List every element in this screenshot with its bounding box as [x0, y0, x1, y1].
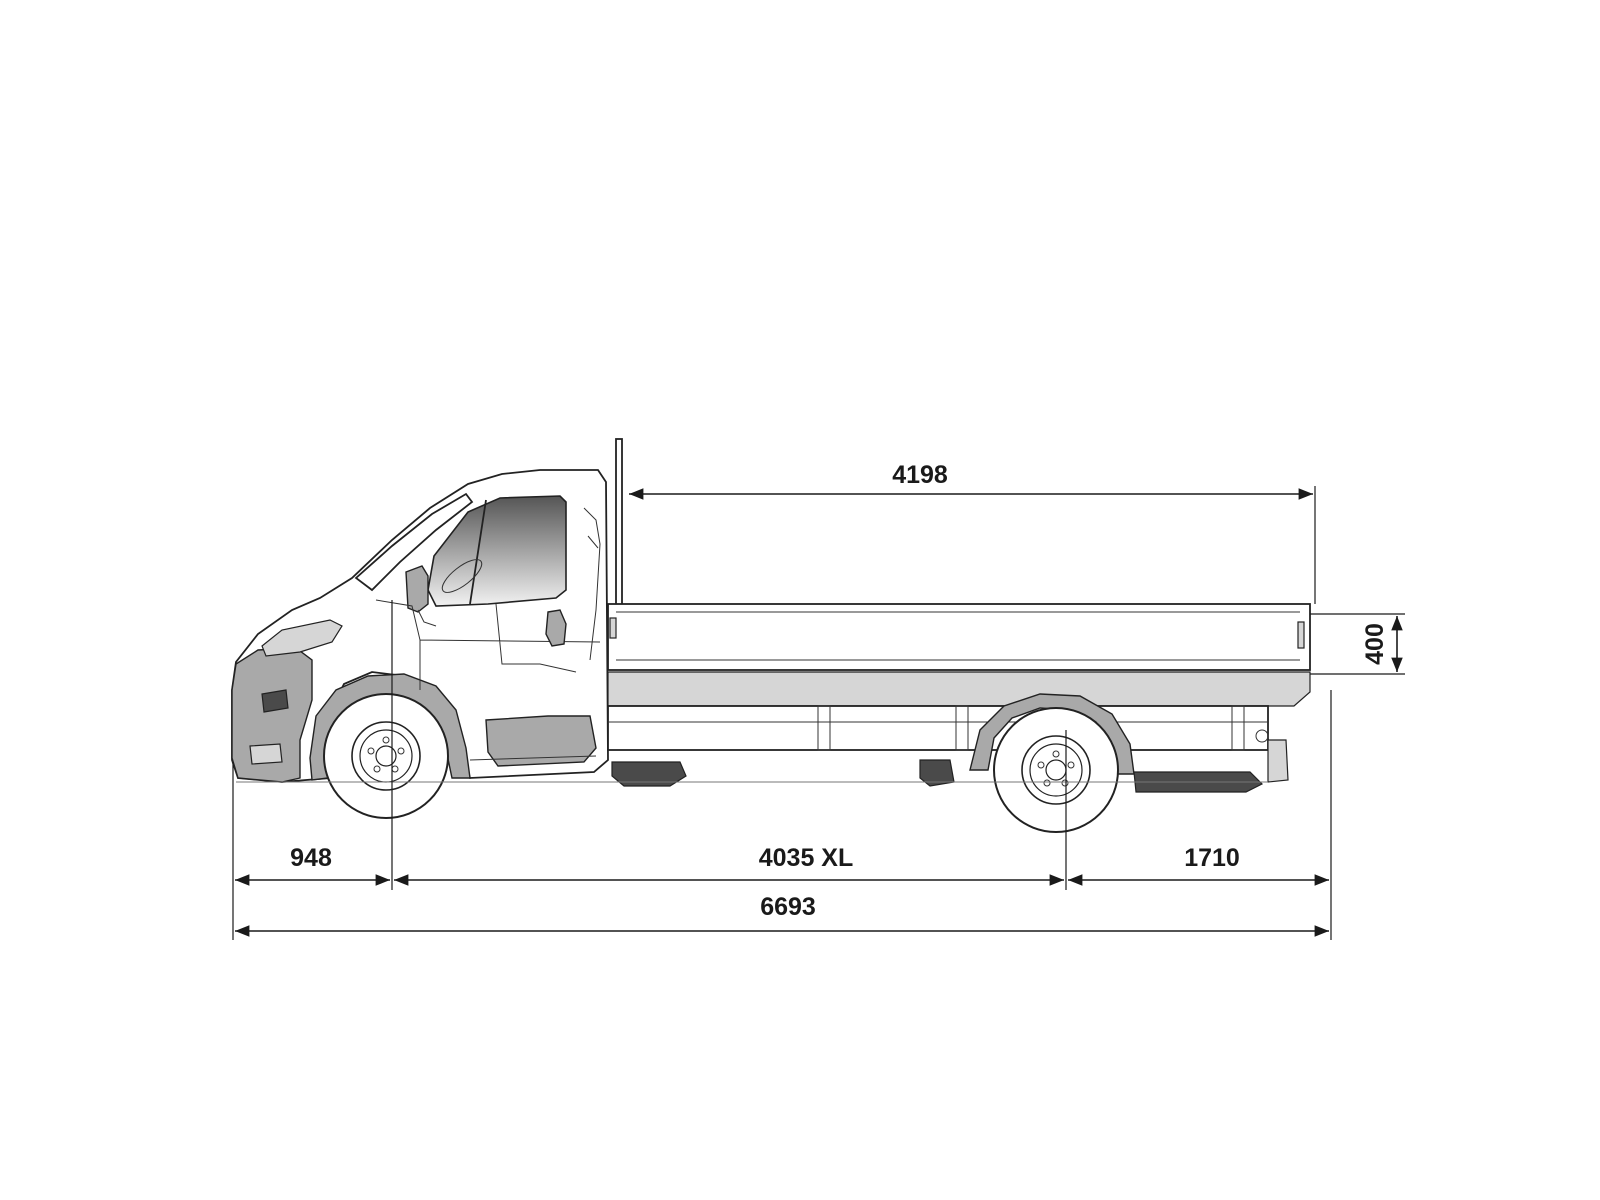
lower-grille: [249, 743, 283, 765]
rear-wheel: [993, 707, 1119, 833]
dimension-annotations: 4198 400 948 4035 XL 1710 6693: [232, 461, 1405, 940]
fuel-tank: [611, 761, 687, 787]
truck-illustration: [231, 438, 1311, 833]
headlight: [261, 619, 343, 657]
exhaust: [919, 759, 955, 787]
side-window: [427, 495, 567, 607]
b-pillar: [583, 507, 601, 661]
side-step: [485, 715, 597, 767]
fog-light: [261, 689, 289, 713]
steering-wheel: [441, 559, 483, 593]
cab-sill: [469, 755, 597, 761]
headboard-post: [615, 438, 623, 620]
windshield: [354, 492, 474, 592]
front-overhang-label: 948: [290, 844, 332, 872]
overall-length-label: 6693: [760, 893, 816, 921]
mirror-arm: [417, 609, 437, 627]
wheelbase-label: 4035 XL: [759, 844, 854, 872]
side-mirror: [405, 565, 429, 613]
rear-overhang-label: 1710: [1184, 844, 1240, 872]
flatbed-platform: [607, 603, 1311, 751]
window-pillar: [469, 499, 487, 605]
door-outline: [375, 599, 601, 690]
tow-hitch: [1255, 729, 1269, 743]
platform-length-label: 4198: [892, 461, 948, 489]
side-height-label: 400: [1361, 623, 1389, 665]
front-wheel: [323, 693, 449, 819]
door-handle: [545, 609, 567, 647]
rear-bumper: [1267, 739, 1289, 783]
